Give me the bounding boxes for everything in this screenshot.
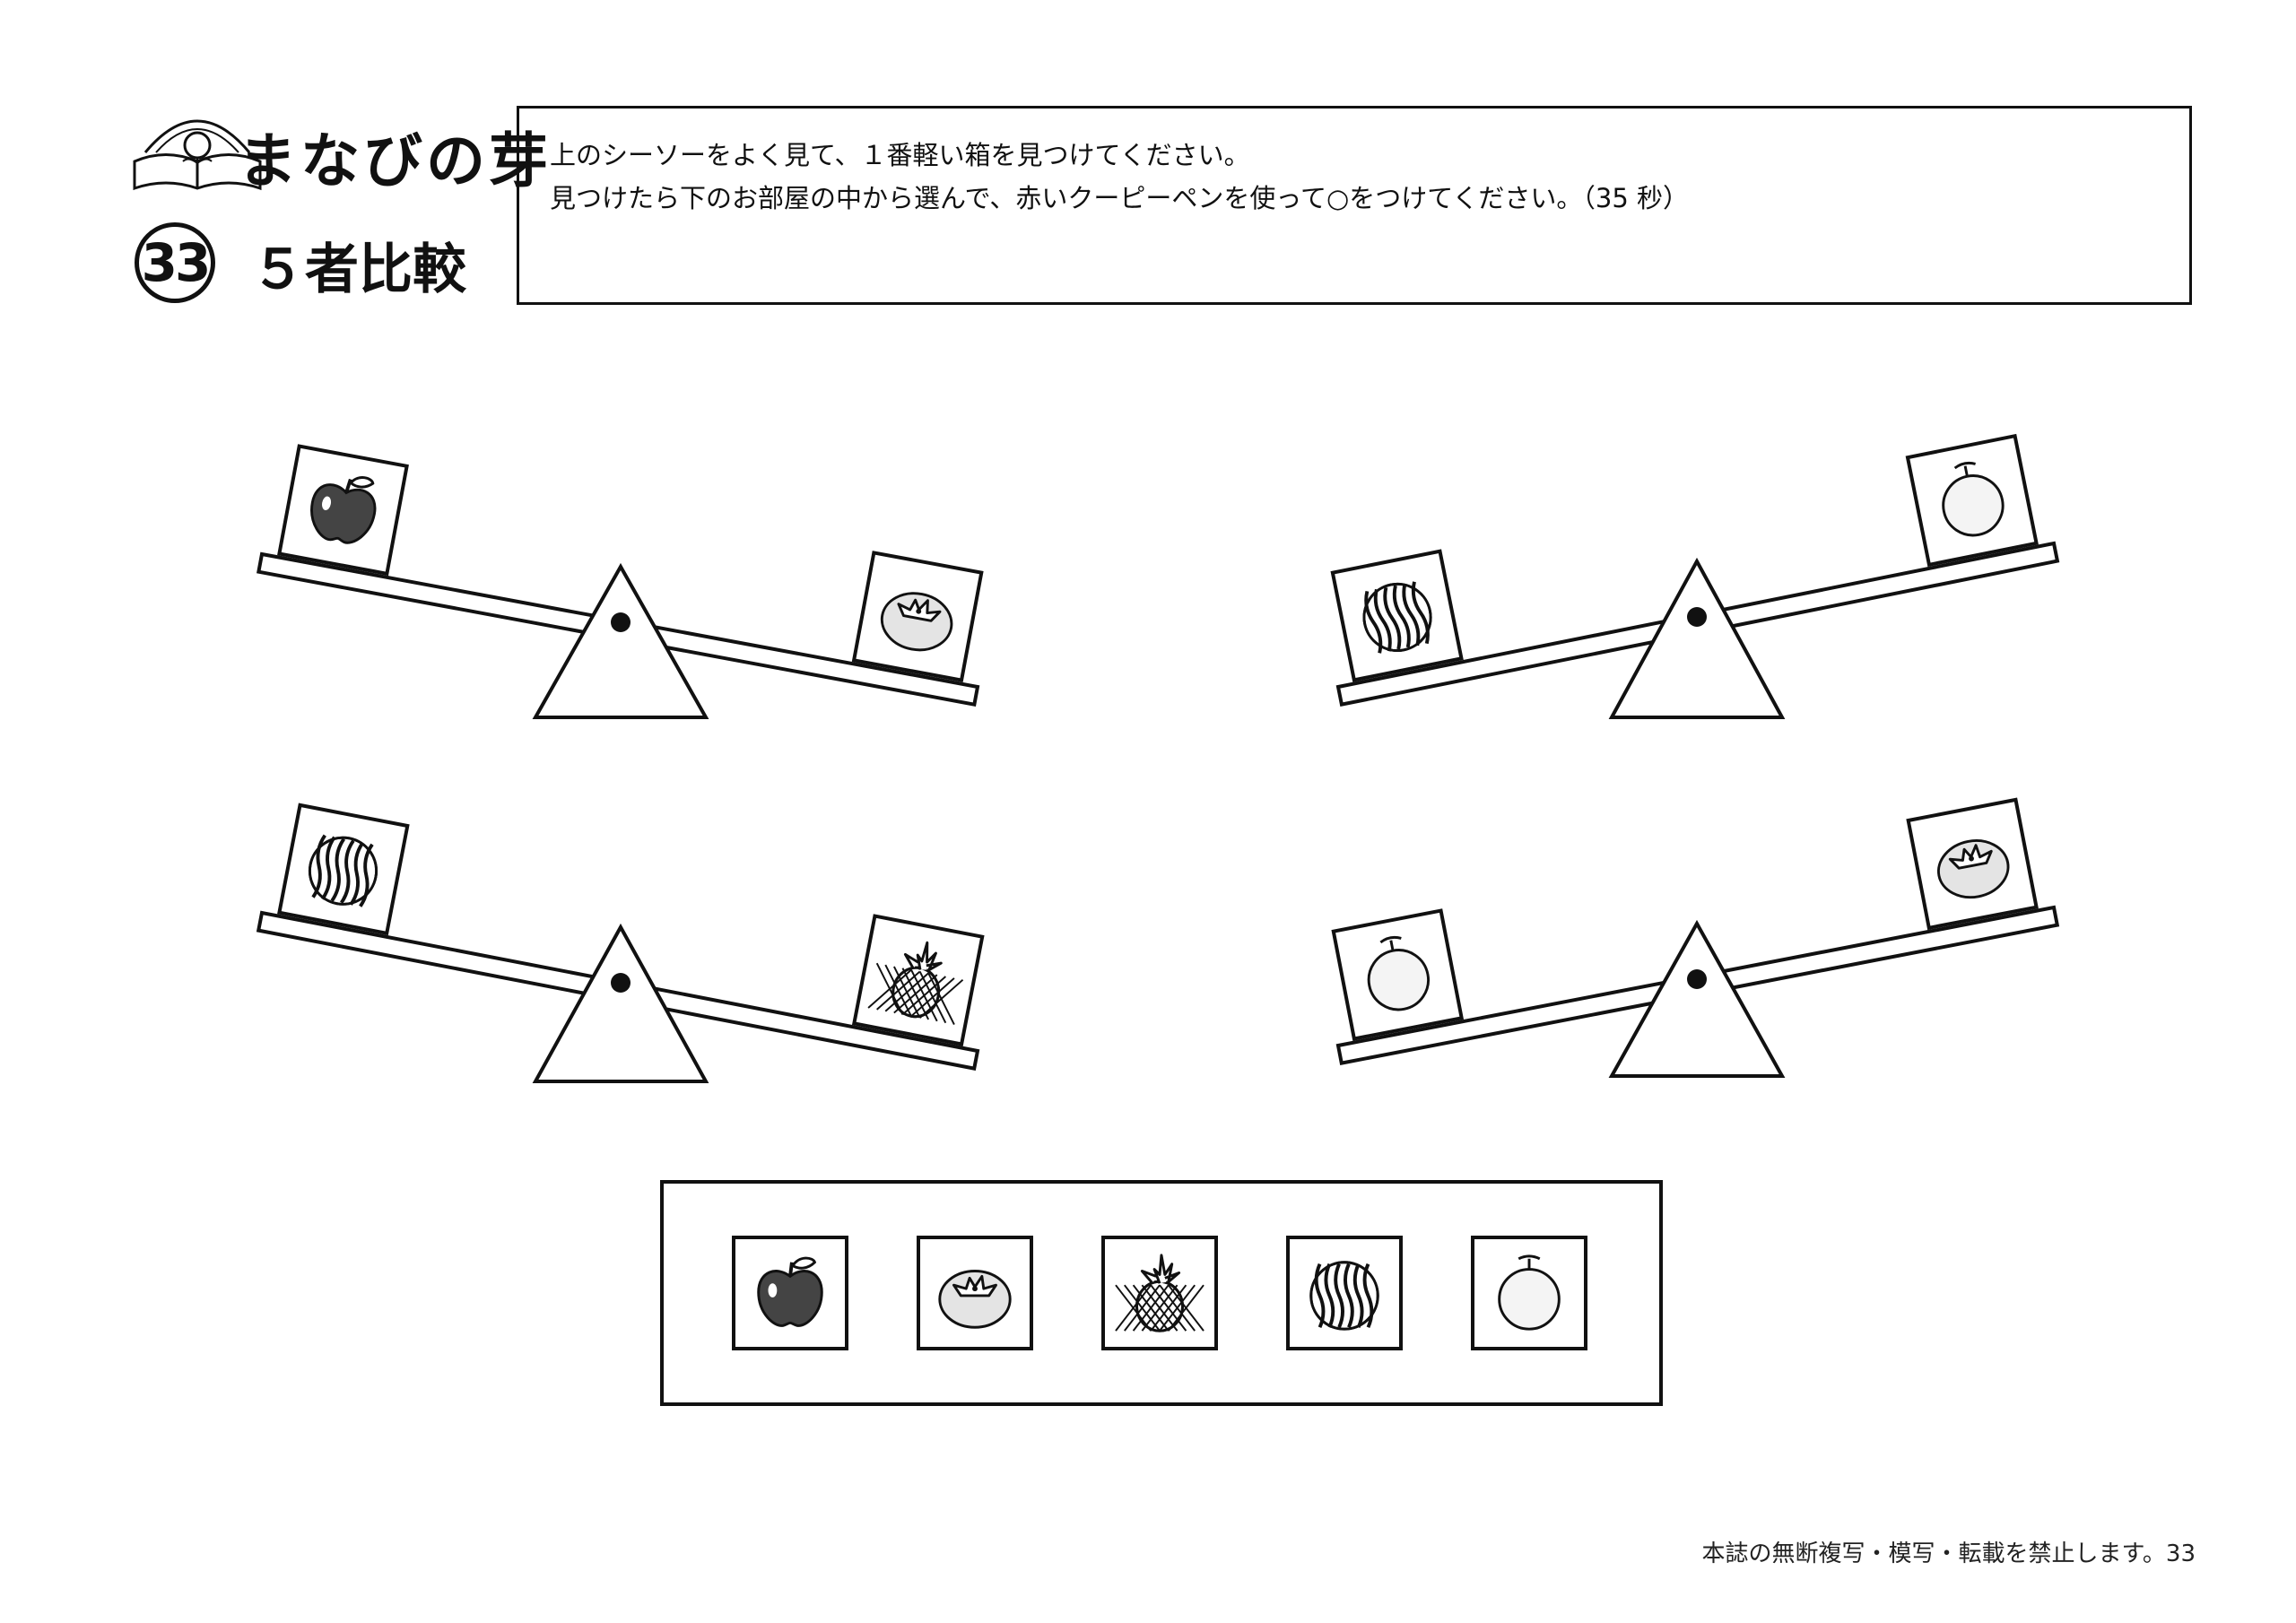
seesaw-fulcrum [532,562,709,719]
persimmon-icon [938,1270,1012,1329]
pineapple-icon [1115,1254,1205,1332]
problem-number-badge: 33 [135,222,215,303]
instruction-line-1: 上のシーソーをよく見て、１番軽い箱を見つけてください。 [550,140,1250,170]
answer-room [660,1180,1663,1406]
watermelon-icon [1362,581,1432,654]
melon-icon [1498,1254,1561,1331]
seesaw-box-right [1906,797,2039,931]
answer-choice-melon[interactable] [1471,1236,1587,1350]
seesaw-top-right [1335,541,2060,719]
apple-icon [310,476,377,544]
seesaw-bottom-left [256,910,980,1083]
brand-name: まなびの芽 [238,126,552,195]
answer-choice-pineapple[interactable] [1101,1236,1218,1350]
page-title: ５者比較 [251,239,466,301]
seesaw-top-left [257,551,980,719]
seesaw-box-left [277,444,409,577]
seesaw-box-left [1330,549,1464,682]
seesaw-fulcrum [1608,919,1786,1078]
melon-icon [1367,935,1430,1011]
seesaw-box-left [277,803,410,936]
watermelon-icon [1309,1261,1379,1331]
seesaw-box-right [851,914,985,1046]
answer-choice-persimmon[interactable] [917,1236,1033,1350]
manabi-logo-icon [133,119,262,191]
seesaw-pivot [611,973,631,993]
watermelon-icon [308,834,378,907]
seesaw-pivot [1687,607,1707,627]
seesaw-box-left [1331,908,1465,1041]
persimmon-icon [880,592,953,652]
seesaw-box-right [1905,433,2039,568]
seesaw-pivot [1687,969,1707,989]
pineapple-icon [867,941,964,1025]
seesaw-fulcrum [1608,557,1786,719]
seesaw-pivot [611,612,631,632]
apple-icon [757,1256,823,1327]
seesaw-fulcrum [532,923,709,1083]
melon-icon [1942,461,2005,537]
answer-choice-apple[interactable] [732,1236,848,1350]
answer-choice-watermelon[interactable] [1286,1236,1403,1350]
instruction-line-2: 見つけたら下のお部屋の中から選んで、赤いクーピーペンを使って○をつけてください。… [550,183,1689,213]
instruction-box: 上のシーソーをよく見て、１番軽い箱を見つけてください。 見つけたら下のお部屋の中… [517,106,2192,305]
seesaw-bottom-right [1335,905,2060,1078]
seesaw-box-right [851,551,984,682]
copyright-footer: 本誌の無断複写・模写・転載を禁止します。33 [1701,1541,2196,1567]
persimmon-icon [1936,839,2010,899]
